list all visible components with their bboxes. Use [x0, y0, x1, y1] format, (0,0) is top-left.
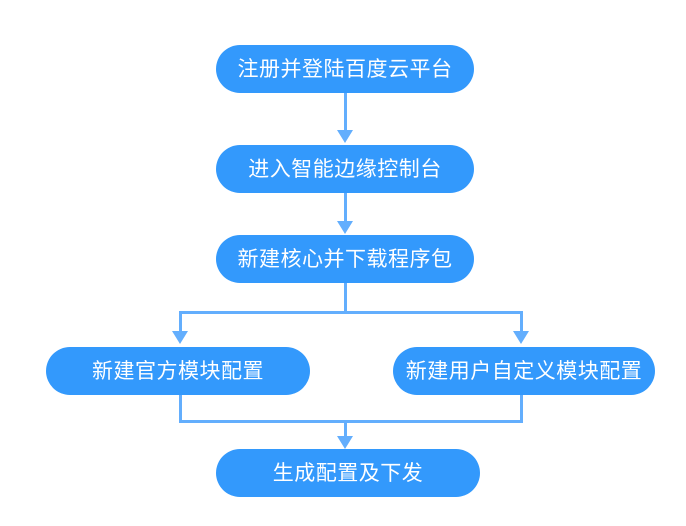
flow-node-console-label: 进入智能边缘控制台 [248, 156, 442, 181]
connector-merge-to-generate-stem [344, 420, 347, 438]
connector-core-split-stem [344, 283, 347, 313]
flow-node-console[interactable]: 进入智能边缘控制台 [216, 145, 474, 193]
arrowhead-merge-to-generate [337, 436, 353, 449]
flow-node-official-module[interactable]: 新建官方模块配置 [46, 347, 310, 395]
flow-node-core[interactable]: 新建核心并下载程序包 [216, 235, 474, 283]
connector-register-to-console-line [344, 93, 347, 132]
arrowhead-console-to-core [337, 221, 353, 234]
flow-node-official-module-label: 新建官方模块配置 [92, 358, 264, 383]
connector-console-to-core-line [344, 193, 347, 223]
flow-node-custom-module-label: 新建用户自定义模块配置 [405, 358, 643, 383]
connector-merge-bar [179, 420, 523, 423]
arrowhead-core-to-custom [513, 331, 529, 344]
flow-node-register[interactable]: 注册并登陆百度云平台 [216, 45, 474, 93]
connector-custom-to-merge-line [520, 395, 523, 423]
connector-official-to-merge-line [179, 395, 182, 423]
connector-core-split-bar [179, 311, 523, 314]
flow-node-generate[interactable]: 生成配置及下发 [216, 449, 480, 497]
arrowhead-core-to-official [172, 331, 188, 344]
arrowhead-register-to-console [337, 130, 353, 143]
flow-node-generate-label: 生成配置及下发 [272, 460, 424, 485]
flow-node-custom-module[interactable]: 新建用户自定义模块配置 [393, 347, 655, 395]
connector-core-to-custom-line [520, 311, 523, 333]
flow-node-register-label: 注册并登陆百度云平台 [237, 56, 453, 81]
connector-core-to-official-line [179, 311, 182, 333]
flow-node-core-label: 新建核心并下载程序包 [237, 246, 453, 271]
